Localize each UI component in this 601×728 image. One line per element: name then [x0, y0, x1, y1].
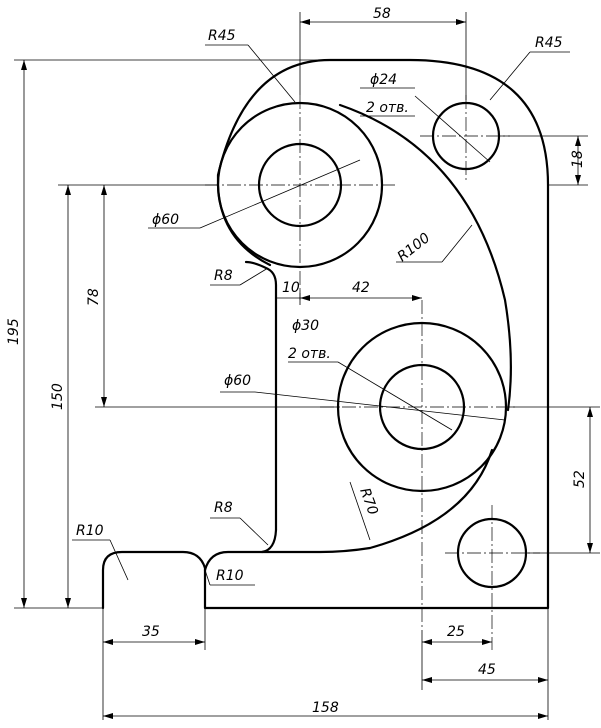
label-r8-bottom: R8 — [214, 500, 233, 516]
label-r70: R70 — [356, 486, 380, 517]
outer-contour — [101, 58, 550, 610]
label-r45-right: R45 — [535, 35, 563, 51]
center-lines — [205, 95, 540, 650]
dimension-lines — [14, 12, 600, 720]
label-r10-left: R10 — [76, 523, 104, 539]
label-r45-left: R45 — [208, 28, 236, 44]
label-78: 78 — [86, 288, 102, 306]
label-r100: R100 — [395, 230, 434, 265]
label-42: 42 — [352, 280, 370, 296]
label-dia60-top: ϕ60 — [152, 212, 179, 228]
label-dia60-mid: ϕ60 — [224, 373, 251, 389]
label-hole-mid-dia: ϕ30 — [292, 318, 319, 334]
left-stem — [244, 260, 278, 532]
label-35: 35 — [142, 624, 160, 640]
arc-r70 — [260, 448, 494, 554]
label-45: 45 — [478, 662, 496, 678]
dimension-labels: 58 R45 R45 ϕ24 2 отв. 18 ϕ60 R100 R8 10 … — [6, 6, 588, 716]
label-52: 52 — [572, 470, 588, 488]
label-hole-small-count: 2 отв. — [366, 100, 409, 116]
label-158: 158 — [312, 700, 339, 716]
label-10: 10 — [282, 280, 300, 296]
arrow-heads — [21, 19, 593, 719]
label-58: 58 — [373, 6, 391, 22]
label-25: 25 — [447, 624, 465, 640]
part-outline — [101, 58, 550, 610]
label-hole-mid-count: 2 отв. — [288, 346, 331, 362]
label-150: 150 — [50, 383, 66, 410]
top-left-arc — [216, 183, 272, 267]
label-18: 18 — [570, 150, 586, 168]
label-hole-small-dia: ϕ24 — [370, 72, 397, 88]
label-195: 195 — [6, 318, 22, 345]
foot-right-edge — [203, 528, 278, 572]
label-r8-top: R8 — [214, 268, 233, 284]
arc-r100 — [338, 103, 512, 412]
label-r10-right: R10 — [216, 568, 244, 584]
